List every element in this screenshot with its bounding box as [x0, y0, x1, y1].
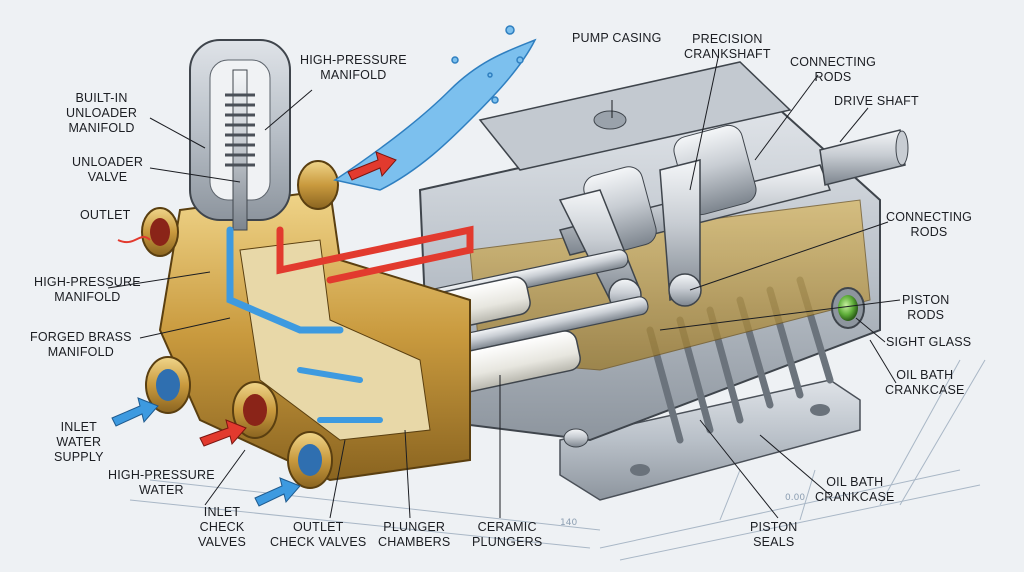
label-drive-shaft: DRIVE SHAFT	[834, 94, 919, 108]
label-pump-casing: PUMP CASING	[572, 31, 662, 45]
high-pressure-flow-path	[226, 225, 474, 423]
label-ceramic-plungers: CERAMIC PLUNGERS	[472, 520, 543, 549]
label-oil-bath-crankcase-right: OIL BATH CRANKCASE	[885, 368, 965, 397]
label-connecting-rods-right: CONNECTING RODS	[886, 210, 973, 239]
label-piston-seals: PISTON SEALS	[750, 520, 798, 549]
label-outlet: OUTLET	[80, 208, 131, 222]
label-precision-crankshaft: PRECISION CRANKSHAFT	[684, 32, 771, 61]
label-forged-brass-manifold: FORGED BRASS MANIFOLD	[30, 330, 132, 359]
label-inlet-check-valves: INLET CHECK VALVES	[198, 505, 246, 549]
label-plunger-chambers: PLUNGER CHAMBERS	[378, 520, 451, 549]
label-outlet-check-valves: OUTLET CHECK VALVES	[270, 520, 367, 549]
label-high-pressure-manifold-left: HIGH-PRESSURE MANIFOLD	[34, 275, 141, 304]
label-unloader-valve: UNLOADER VALVE	[72, 155, 144, 184]
water-splash-icon	[333, 25, 537, 191]
leader-lines	[107, 57, 901, 519]
svg-text:0.00: 0.00	[785, 493, 805, 503]
label-built-in-unloader-manifold: BUILT-IN UNLOADER MANIFOLD	[66, 91, 138, 135]
brass-manifold	[141, 160, 471, 489]
blue-arrow-icon	[111, 397, 301, 507]
svg-text:140: 140	[560, 518, 577, 528]
drain-bolt	[563, 428, 589, 448]
label-piston-rods: PISTON RODS	[902, 293, 950, 322]
red-arrow-icon	[199, 151, 397, 447]
label-oil-bath-crankcase-bottom: OIL BATH CRANKCASE	[815, 475, 895, 504]
label-high-pressure-water: HIGH-PRESSURE WATER	[108, 468, 215, 497]
unloader-housing	[189, 39, 291, 231]
label-connecting-rods-top: CONNECTING RODS	[790, 55, 877, 84]
label-high-pressure-manifold-top: HIGH-PRESSURE MANIFOLD	[300, 53, 407, 82]
blueprint-dimension-lines: 140 0.00	[129, 359, 986, 561]
label-sight-glass: SIGHT GLASS	[886, 335, 972, 349]
label-inlet-water-supply: INLET WATER SUPPLY	[54, 420, 104, 464]
outlet-flow-arrow	[117, 235, 151, 243]
